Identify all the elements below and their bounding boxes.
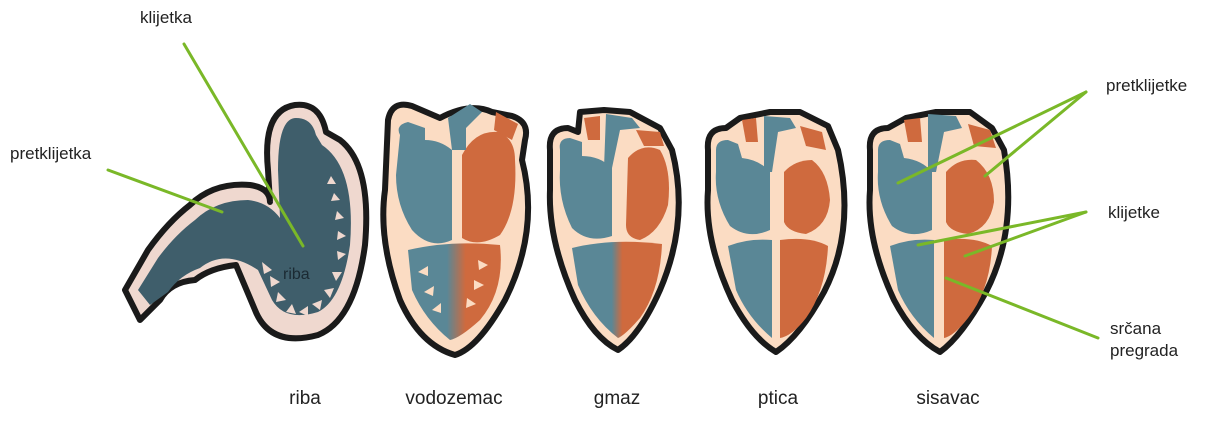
label-fish-atrium: pretklijetka	[10, 144, 91, 164]
caption-fish: riba	[289, 388, 321, 410]
caption-bird: ptica	[758, 388, 798, 410]
label-atria: pretklijetke	[1106, 76, 1187, 96]
fish-heart	[125, 105, 366, 339]
caption-amphibian: vodozemac	[405, 388, 502, 410]
label-ventricles: klijetke	[1108, 203, 1160, 223]
bird-heart	[708, 112, 845, 352]
caption-mammal: sisavac	[916, 388, 979, 410]
caption-reptile: gmaz	[594, 388, 640, 410]
label-inner-riba: riba	[283, 266, 310, 284]
reptile-heart	[550, 110, 679, 350]
label-fish-ventricle: klijetka	[140, 8, 192, 28]
label-septum: srčana pregrada	[1110, 318, 1178, 362]
amphibian-heart	[383, 104, 528, 355]
